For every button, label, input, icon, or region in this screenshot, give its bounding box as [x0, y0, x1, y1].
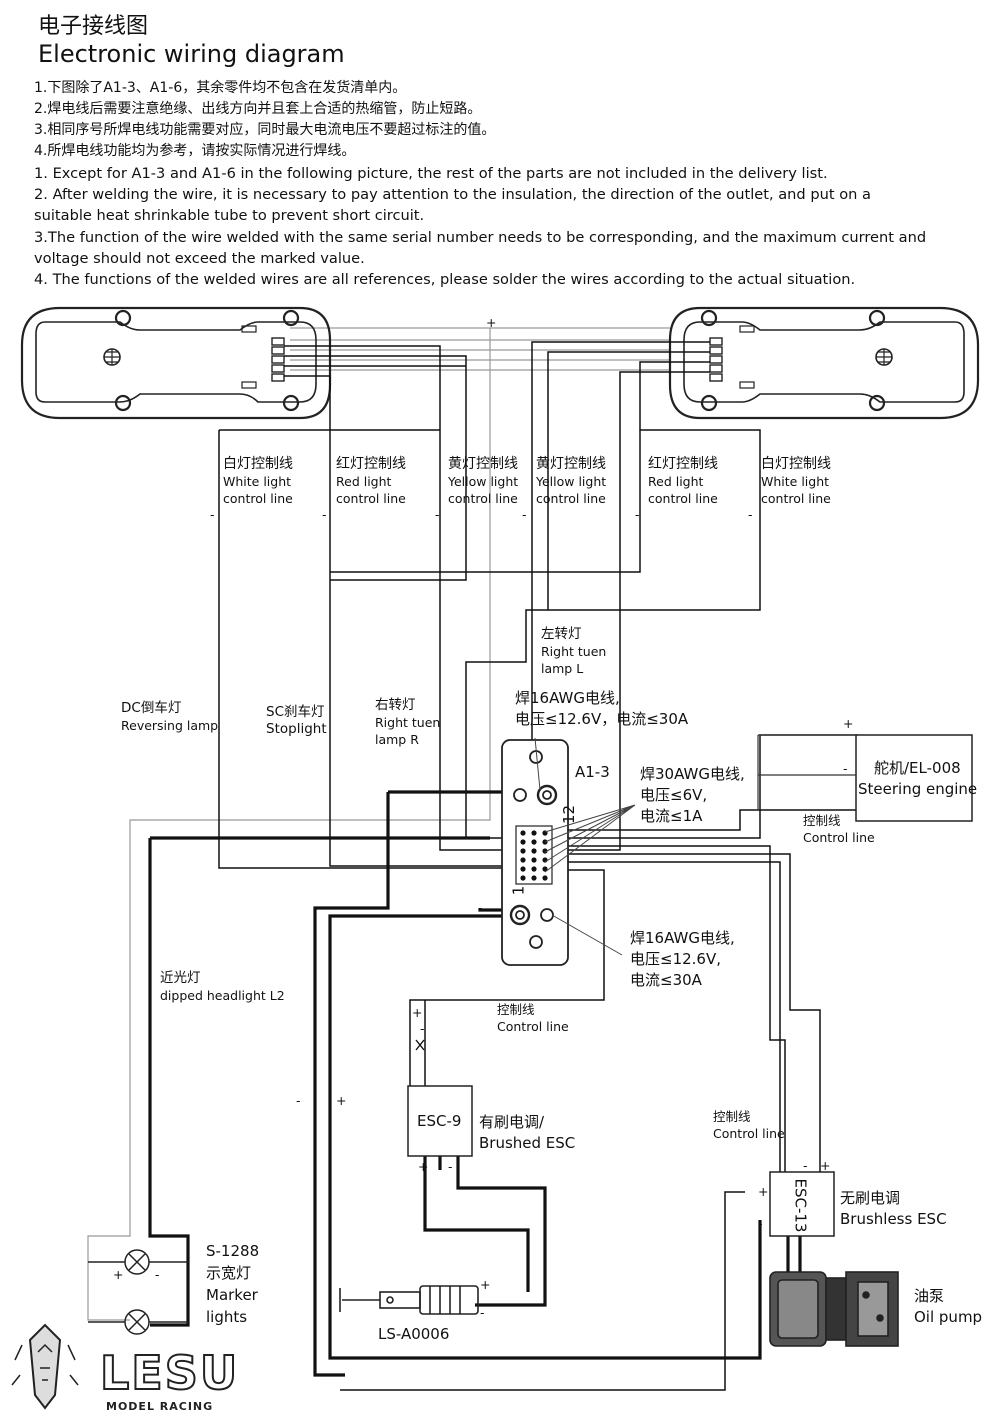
- steering-engine-box: [855, 734, 973, 822]
- header-pin: [531, 839, 537, 845]
- dipped-headlight-label: 近光灯 dipped headlight L2: [160, 970, 285, 1003]
- pin-grid: [520, 830, 548, 881]
- tail-light-left: [20, 306, 332, 420]
- esc13-label: 无刷电调 Brushless ESC: [840, 1189, 947, 1228]
- title-cn: 电子接线图: [38, 14, 149, 39]
- wire16-bottom-label: 焊16AWG电线, 电压≤12.6V, 电流≤30A: [630, 929, 735, 989]
- minus-sign: -: [420, 1021, 425, 1036]
- note-line: 1. Except for A1-3 and A1-6 in the follo…: [34, 165, 828, 182]
- plus-sign: +: [336, 1093, 347, 1108]
- esc13-id: ESC-13: [791, 1178, 810, 1233]
- header-pin: [542, 875, 548, 881]
- note-line: 4. The functions of the welded wires are…: [34, 271, 856, 288]
- note-line: 4.所焊电线功能均为参考，请按实际情况进行焊线。: [34, 143, 356, 159]
- oil-pump-label: 油泵 Oil pump: [914, 1287, 983, 1326]
- actuator-drawing: [339, 1285, 479, 1315]
- brand-sub: MODEL RACING: [106, 1400, 214, 1413]
- minus-sign: -: [758, 1216, 763, 1231]
- esc9-label: 有刷电调/ Brushed ESC: [479, 1113, 576, 1152]
- minus-sign: -: [322, 507, 327, 522]
- header-pin: [520, 830, 526, 836]
- wire16-top-label: 焊16AWG电线, 电压≤12.6V，电流≤30A: [515, 689, 689, 728]
- esc9-box: [407, 1085, 473, 1157]
- plus-sign: +: [418, 1159, 429, 1174]
- note-line: 1.下图除了A1-3、A1-6，其余零件均不包含在发货清单内。: [34, 80, 407, 96]
- note-line: 3.相同序号所焊电线功能需要对应，同时最大电流电压不要超过标注的值。: [34, 122, 496, 138]
- plus-sign: +: [113, 1267, 124, 1282]
- control-line-label-white-right: 白灯控制线 White light control line: [761, 456, 831, 506]
- minus-sign: -: [748, 507, 753, 522]
- note-line: voltage should not exceed the marked val…: [34, 250, 365, 267]
- pin-1-label: 1: [509, 885, 528, 896]
- minus-sign: -: [155, 1267, 160, 1282]
- minus-sign: -: [803, 1158, 808, 1173]
- control-line-label-yellow-left: 黄灯控制线 Yellow light control line: [448, 456, 519, 506]
- note-line: 2.焊电线后需要注意绝缘、出线方向并且套上合适的热缩管，防止短路。: [34, 101, 482, 117]
- steering-engine-id: 舵机/EL-008: [874, 759, 961, 777]
- plus-sign: +: [486, 315, 497, 330]
- plus-sign: +: [820, 1158, 831, 1173]
- minus-sign: -: [635, 507, 640, 522]
- power-wires: [148, 790, 802, 1377]
- control-line-label: 控制线 Control line: [803, 813, 875, 845]
- lesu-logo-emblem: [11, 1323, 79, 1410]
- header-pin: [531, 866, 537, 872]
- control-line-label: 控制线 Control line: [713, 1109, 785, 1141]
- reversing-lamp-label: DC倒车灯 Reversing lamp: [121, 700, 219, 733]
- header-pin: [520, 848, 526, 854]
- esc9-id: ESC-9: [417, 1112, 462, 1130]
- minus-sign: -: [448, 1159, 453, 1174]
- minus-sign: -: [435, 507, 440, 522]
- header-pin: [531, 830, 537, 836]
- title-en: Electronic wiring diagram: [38, 40, 345, 68]
- tail-light-right: [668, 306, 980, 420]
- plus-sign: +: [843, 716, 854, 731]
- left-turn-lamp-label: 左转灯 Right tuen lamp L: [541, 626, 607, 676]
- minus-sign: -: [296, 1093, 301, 1108]
- header-pin: [531, 848, 537, 854]
- plus-sign: +: [480, 1277, 491, 1292]
- control-line-label: 控制线 Control line: [497, 1002, 569, 1034]
- pin-12-label: 12: [560, 804, 579, 825]
- marker-lights-label: S-1288 示宽灯 Marker lights: [206, 1242, 260, 1326]
- a1-3-pin-header: [515, 825, 553, 885]
- thin-wires: [87, 327, 670, 1321]
- plus-sign: +: [758, 1184, 769, 1199]
- header-pin: [520, 866, 526, 872]
- note-line: 3.The function of the wire welded with t…: [34, 229, 927, 246]
- minus-sign: -: [210, 507, 215, 522]
- plus-sign: +: [412, 1005, 423, 1020]
- marker-lights: [88, 1249, 188, 1335]
- brand-name: LESU: [99, 1346, 240, 1400]
- header-pin: [520, 839, 526, 845]
- header-pin: [531, 857, 537, 863]
- esc13-box: [769, 1171, 835, 1237]
- header-pin: [542, 848, 548, 854]
- control-line-label-red-right: 红灯控制线 Red light control line: [648, 456, 718, 506]
- minus-sign: -: [522, 507, 527, 522]
- wire30-label: 焊30AWG电线, 电压≤6V, 电流≤1A: [640, 765, 745, 825]
- board-id: A1-3: [575, 763, 610, 781]
- note-line: suitable heat shrinkable tube to prevent…: [34, 207, 425, 224]
- minus-sign: -: [843, 761, 848, 776]
- oil-pump-drawing: [769, 1271, 899, 1347]
- pointer-lines: [534, 737, 636, 956]
- control-line-label-white-left: 白灯控制线 White light control line: [223, 456, 293, 506]
- header-pin: [542, 866, 548, 872]
- right-turn-lamp-label: 右转灯 Right tuen lamp R: [375, 697, 441, 747]
- header-pin: [520, 875, 526, 881]
- control-line-label-red-left: 红灯控制线 Red light control line: [336, 456, 406, 506]
- minus-sign: -: [480, 1305, 485, 1320]
- actuator-label: LS-A0006: [378, 1325, 450, 1343]
- control-line-label-yellow-right: 黄灯控制线 Yellow light control line: [536, 456, 607, 506]
- steering-engine-label: Steering engine: [858, 780, 978, 798]
- stoplight-label: SC刹车灯 Stoplight: [266, 704, 327, 737]
- header-pin: [520, 857, 526, 863]
- note-line: 2. After welding the wire, it is necessa…: [34, 186, 871, 203]
- header-pin: [531, 875, 537, 881]
